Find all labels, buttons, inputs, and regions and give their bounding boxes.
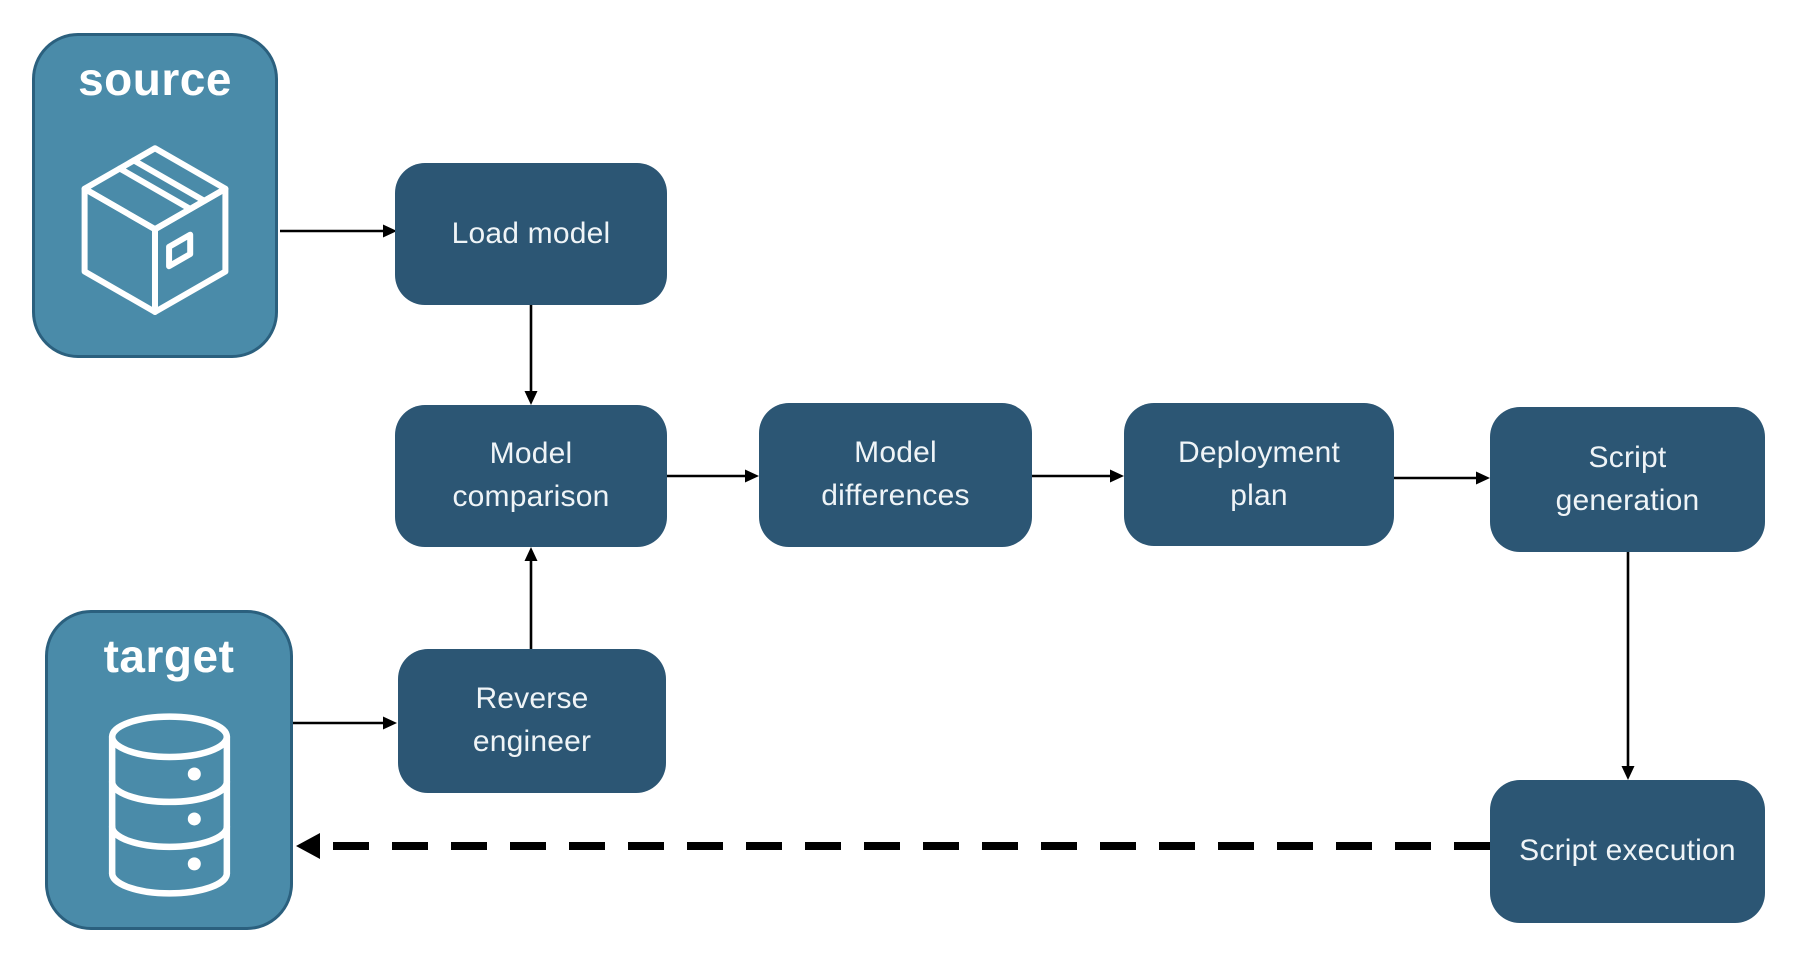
node-load-model-label: Load model	[451, 216, 611, 250]
node-model-comparison-label: Model comparison	[452, 437, 610, 513]
edge-deployment-plan-to-script-generation	[1394, 471, 1490, 485]
edge-script-execution-to-target-dashed	[296, 833, 1490, 859]
node-model-differences-label: Model differences	[821, 436, 970, 512]
endpoint-source: source	[32, 33, 278, 358]
endpoint-source-label: source	[78, 53, 232, 105]
node-load-model: Load model	[395, 163, 667, 305]
endpoint-target: target	[45, 610, 293, 930]
database-icon	[92, 683, 247, 927]
edge-load-model-to-model-comparison	[524, 305, 538, 405]
node-deployment-plan-label: Deployment plan	[1177, 435, 1341, 512]
edge-model-differences-to-deployment-plan	[1032, 469, 1124, 483]
node-model-comparison: Model comparison	[395, 405, 667, 547]
edge-source-to-load-model	[280, 224, 397, 238]
edge-script-generation-to-script-execution	[1621, 552, 1635, 780]
edge-reverse-engineer-to-model-comparison	[524, 547, 538, 649]
node-script-generation: Script generation	[1490, 407, 1765, 552]
package-icon	[67, 106, 243, 355]
node-script-execution: Script execution	[1490, 780, 1765, 923]
node-reverse-engineer: Reverse engineer	[398, 649, 666, 793]
node-deployment-plan: Deployment plan	[1124, 403, 1394, 546]
edge-target-to-reverse-engineer	[293, 716, 397, 730]
node-script-generation-label: Script generation	[1555, 440, 1700, 517]
node-reverse-engineer-label: Reverse engineer	[472, 682, 592, 758]
endpoint-target-label: target	[103, 630, 235, 682]
node-model-differences: Model differences	[759, 403, 1032, 547]
node-script-execution-label: Script execution	[1519, 834, 1736, 868]
edge-model-comparison-to-model-differences	[667, 469, 759, 483]
